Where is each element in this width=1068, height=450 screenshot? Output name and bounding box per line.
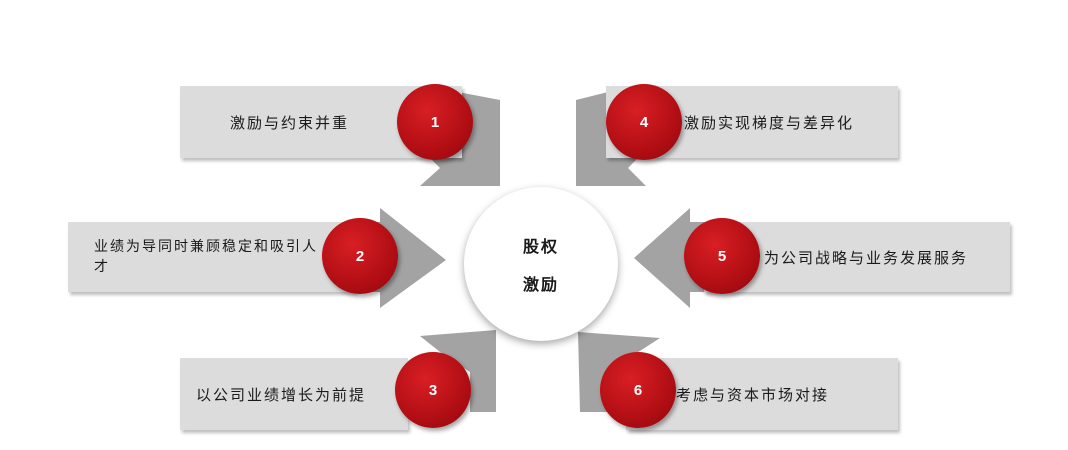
item-2-text: 业绩为导同时兼顾稳定和吸引人才 — [94, 239, 318, 275]
arrow-3 — [420, 330, 496, 412]
center-title-line2: 激励 — [522, 275, 559, 294]
item-6-badge: 6 — [600, 352, 676, 428]
item-6-text: 考虑与资本市场对接 — [676, 385, 830, 404]
item-5-text: 为公司战略与业务发展服务 — [764, 248, 969, 267]
item-3-text: 以公司业绩增长为前提 — [196, 385, 367, 404]
item-3-badge: 3 — [395, 352, 471, 428]
item-2-badge: 2 — [322, 218, 398, 294]
item-5-number: 5 — [717, 247, 727, 265]
item-6-number: 6 — [633, 381, 643, 399]
center-title-line1: 股权 — [522, 237, 559, 256]
item-4-text: 激励实现梯度与差异化 — [684, 113, 855, 132]
center-circle: 股权 激励 — [464, 187, 618, 341]
item-1-number: 1 — [430, 113, 440, 131]
item-3-panel: 以公司业绩增长为前提 — [180, 358, 408, 430]
item-4-number: 4 — [639, 113, 649, 131]
item-1-badge: 1 — [397, 84, 473, 160]
item-2-number: 2 — [355, 247, 365, 265]
item-5-badge: 5 — [684, 218, 760, 294]
item-1-text: 激励与约束并重 — [230, 113, 350, 132]
item-2-panel: 业绩为导同时兼顾稳定和吸引人才 — [68, 222, 356, 292]
item-3-number: 3 — [428, 381, 438, 399]
item-4-badge: 4 — [606, 84, 682, 160]
